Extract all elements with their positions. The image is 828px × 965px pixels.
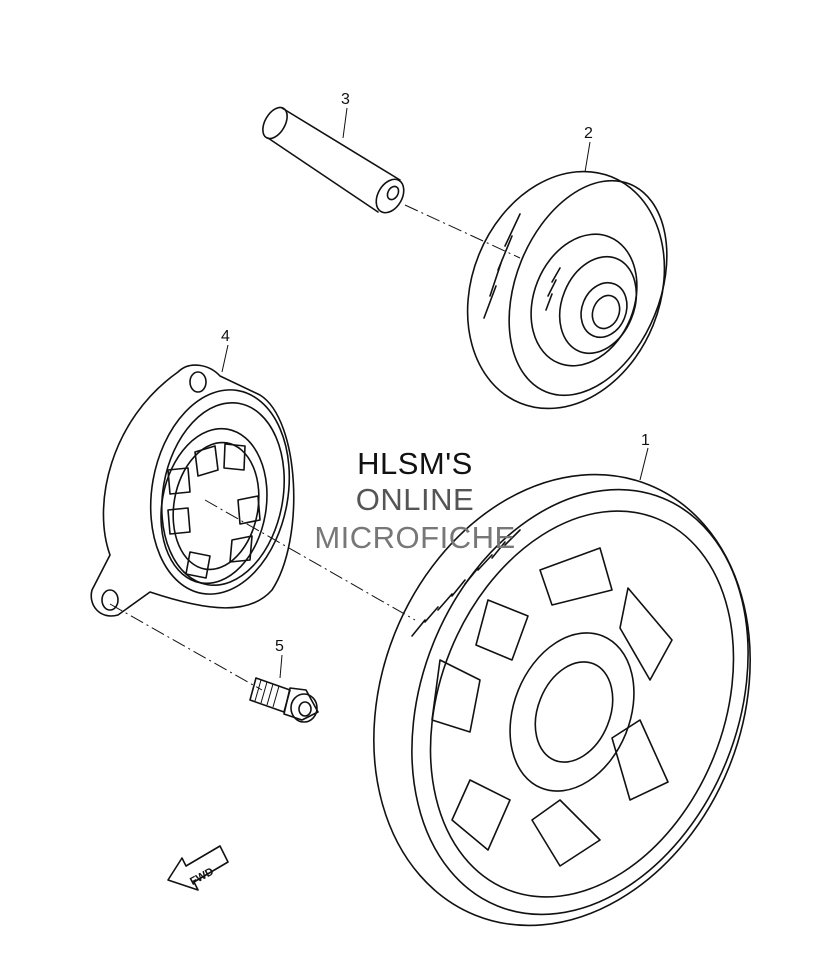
watermark-line-2: ONLINE <box>355 482 475 517</box>
part-5-bolt <box>249 677 319 723</box>
watermark-line-3: MICROFICHE <box>314 520 516 555</box>
leader-2 <box>584 141 591 173</box>
callout-3: 3 <box>341 91 350 108</box>
axis-line-4-5 <box>109 603 263 691</box>
fwd-arrow-icon: FWD <box>167 845 229 891</box>
leader-5 <box>279 654 283 679</box>
axis-line-4-1 <box>204 499 416 621</box>
leader-4 <box>221 344 229 373</box>
fwd-label: FWD <box>188 866 216 888</box>
part-1-driven-gear <box>373 473 751 927</box>
part-2-idle-gear <box>466 170 668 410</box>
part-3-sleeve <box>262 106 405 214</box>
leader-3 <box>342 107 348 139</box>
callout-4: 4 <box>221 328 230 345</box>
axis-line-2-3 <box>404 204 521 259</box>
callout-2: 2 <box>584 125 593 142</box>
leader-1 <box>639 447 649 481</box>
watermark-line-1: HLSM'S <box>357 446 473 481</box>
callout-1: 1 <box>641 432 650 449</box>
callout-5: 5 <box>275 638 284 655</box>
part-4-starter-clutch <box>90 364 295 617</box>
